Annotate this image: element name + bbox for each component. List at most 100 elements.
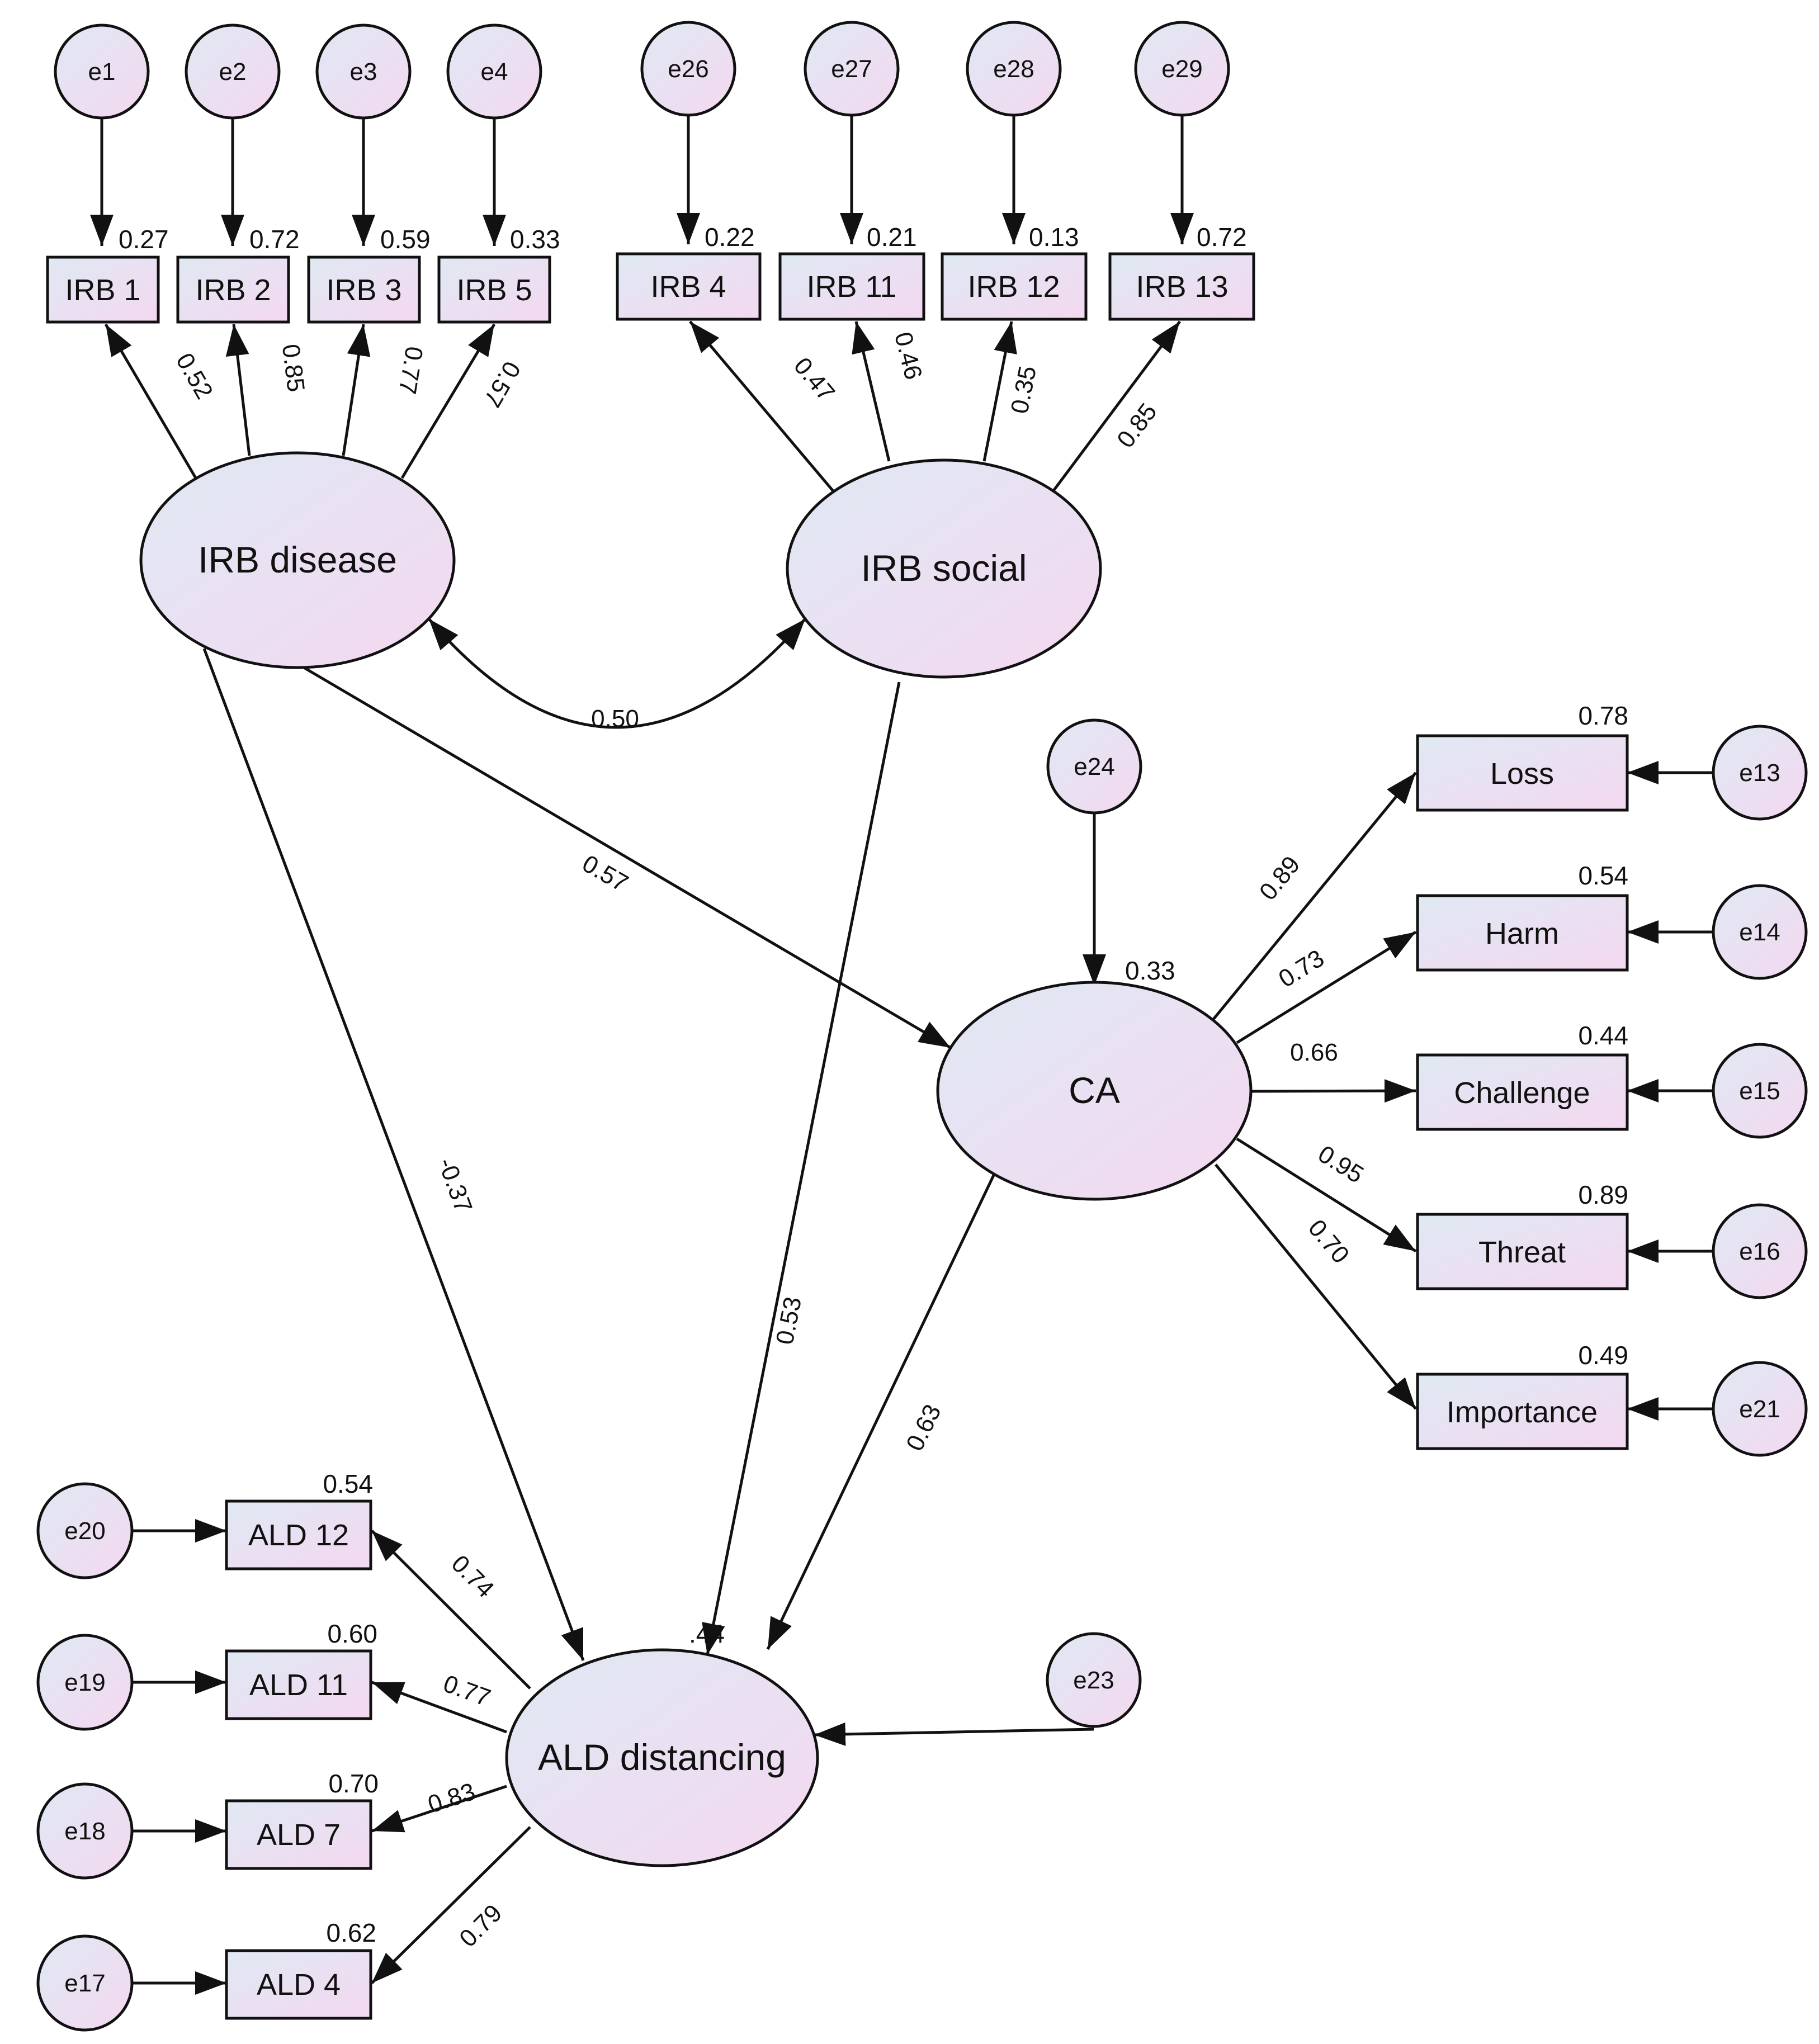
error-e18[interactable]: e18 xyxy=(36,1782,134,1880)
edge-social-irb13 xyxy=(1050,320,1182,495)
loading-irb1: 0.52 xyxy=(171,348,218,404)
edge-ca-loss xyxy=(1212,772,1417,1020)
indicator-irb1[interactable]: IRB 1 xyxy=(46,256,160,324)
loading-challenge: 0.66 xyxy=(1290,1039,1338,1066)
error-e1[interactable]: e1 xyxy=(54,23,150,120)
svg-text:IRB 12: IRB 12 xyxy=(967,270,1060,304)
error-e28[interactable]: e28 xyxy=(966,21,1062,117)
edges xyxy=(90,115,1714,1995)
r2-ald: .44 xyxy=(689,1619,725,1648)
indicator-ald11[interactable]: ALD 11 xyxy=(225,1649,372,1720)
error-e4[interactable]: e4 xyxy=(446,23,542,120)
error-e2[interactable]: e2 xyxy=(185,23,281,120)
svg-text:e14: e14 xyxy=(1739,919,1780,946)
indicator-irb11[interactable]: IRB 11 xyxy=(778,252,925,321)
edge-ca-threat xyxy=(1236,1137,1417,1253)
r2-irb12: 0.13 xyxy=(1029,223,1079,252)
error-e19[interactable]: e19 xyxy=(36,1634,134,1731)
error-e29[interactable]: e29 xyxy=(1134,21,1230,117)
error-e21[interactable]: e21 xyxy=(1712,1361,1808,1457)
indicator-irb12[interactable]: IRB 12 xyxy=(941,252,1088,321)
svg-text:e20: e20 xyxy=(64,1517,105,1545)
r2-ald12: 0.54 xyxy=(323,1469,373,1498)
svg-text:e26: e26 xyxy=(668,55,708,83)
edge-social-irb12 xyxy=(982,321,1017,462)
covariance-value: 0.50 xyxy=(591,705,639,732)
r2-irb3: 0.59 xyxy=(380,225,431,254)
loading-ald4: 0.79 xyxy=(454,1899,507,1952)
svg-text:e21: e21 xyxy=(1739,1395,1780,1423)
indicator-irb13[interactable]: IRB 13 xyxy=(1108,252,1255,321)
svg-text:e18: e18 xyxy=(64,1818,105,1845)
error-e16[interactable]: e16 xyxy=(1712,1203,1808,1299)
svg-text:IRB 2: IRB 2 xyxy=(195,273,271,307)
error-e17[interactable]: e17 xyxy=(36,1934,134,2032)
r-squared-labels: 0.27 0.72 0.59 0.33 0.22 0.21 0.13 0.72 … xyxy=(119,223,1628,1947)
r2-ald7: 0.70 xyxy=(328,1769,379,1798)
indicator-harm[interactable]: Harm xyxy=(1416,894,1629,972)
svg-text:e2: e2 xyxy=(219,58,247,86)
svg-text:Harm: Harm xyxy=(1485,917,1559,950)
coef-ca-ald: 0.63 xyxy=(901,1400,947,1455)
indicator-irb4[interactable]: IRB 4 xyxy=(616,252,762,321)
path-social-ald xyxy=(702,682,901,1655)
indicator-irb3[interactable]: IRB 3 xyxy=(307,256,421,324)
error-e3[interactable]: e3 xyxy=(315,23,412,120)
path-ca-ald xyxy=(766,1173,996,1650)
r2-irb2: 0.72 xyxy=(249,225,300,254)
edge-ca-harm xyxy=(1236,930,1417,1044)
svg-text:IRB 5: IRB 5 xyxy=(456,273,532,307)
loading-irb12: 0.35 xyxy=(1006,364,1042,416)
indicator-challenge[interactable]: Challenge xyxy=(1416,1053,1629,1131)
r2-threat: 0.89 xyxy=(1578,1180,1628,1209)
latent-irb-disease[interactable]: IRB disease xyxy=(139,451,456,669)
indicator-ald12[interactable]: ALD 12 xyxy=(225,1499,372,1570)
path-disease-ald xyxy=(202,648,585,1661)
latent-irb-social[interactable]: IRB social xyxy=(786,458,1102,679)
error-e14[interactable]: e14 xyxy=(1712,884,1808,980)
loading-irb13: 0.85 xyxy=(1112,398,1163,453)
loading-ald12: 0.74 xyxy=(446,1550,499,1603)
svg-text:IRB 1: IRB 1 xyxy=(65,273,140,307)
svg-text:ALD 4: ALD 4 xyxy=(257,1968,341,2002)
svg-text:ALD 7: ALD 7 xyxy=(257,1818,341,1852)
latent-ald-distancing[interactable]: ALD distancing xyxy=(505,1648,819,1867)
svg-text:e23: e23 xyxy=(1073,1667,1114,1694)
error-e20[interactable]: e20 xyxy=(36,1482,134,1579)
indicator-ald4[interactable]: ALD 4 xyxy=(225,1949,372,2020)
path-e23-ald xyxy=(814,1722,1094,1746)
loading-threat: 0.95 xyxy=(1313,1140,1368,1189)
indicator-ald7[interactable]: ALD 7 xyxy=(225,1799,372,1870)
edge-ald-ald12 xyxy=(371,1530,531,1690)
indicator-threat[interactable]: Threat xyxy=(1416,1213,1629,1290)
covariance-disease-social xyxy=(428,618,806,729)
error-e27[interactable]: e27 xyxy=(804,21,900,117)
svg-text:ALD 11: ALD 11 xyxy=(249,1668,348,1702)
edge-disease-irb1 xyxy=(104,323,197,479)
indicator-importance[interactable]: Importance xyxy=(1416,1373,1629,1450)
svg-text:e4: e4 xyxy=(481,58,508,86)
svg-text:e15: e15 xyxy=(1739,1077,1780,1105)
loading-importance: 0.70 xyxy=(1303,1214,1355,1269)
latent-variables: IRB disease IRB social CA ALD distancing xyxy=(139,451,1253,1867)
svg-text:e17: e17 xyxy=(64,1970,105,1997)
error-e24[interactable]: e24 xyxy=(1046,718,1142,815)
edge-disease-irb2 xyxy=(225,324,251,456)
edge-social-irb4 xyxy=(689,320,837,495)
indicator-irb5[interactable]: IRB 5 xyxy=(437,256,551,324)
error-e23[interactable]: e23 xyxy=(1046,1632,1142,1728)
edge-ca-importance xyxy=(1215,1163,1417,1410)
error-e13[interactable]: e13 xyxy=(1712,725,1808,821)
r2-importance: 0.49 xyxy=(1578,1341,1628,1370)
loading-irb2: 0.85 xyxy=(277,343,310,394)
indicator-loss[interactable]: Loss xyxy=(1416,734,1629,812)
svg-text:IRB 4: IRB 4 xyxy=(650,270,726,304)
latent-ca[interactable]: CA xyxy=(936,981,1253,1201)
svg-text:e29: e29 xyxy=(1161,55,1202,83)
error-e26[interactable]: e26 xyxy=(640,21,736,117)
svg-text:e19: e19 xyxy=(64,1669,105,1696)
r2-ald4: 0.62 xyxy=(326,1918,376,1947)
error-e15[interactable]: e15 xyxy=(1712,1043,1808,1139)
svg-text:ALD 12: ALD 12 xyxy=(248,1518,349,1552)
indicator-irb2[interactable]: IRB 2 xyxy=(176,256,290,324)
